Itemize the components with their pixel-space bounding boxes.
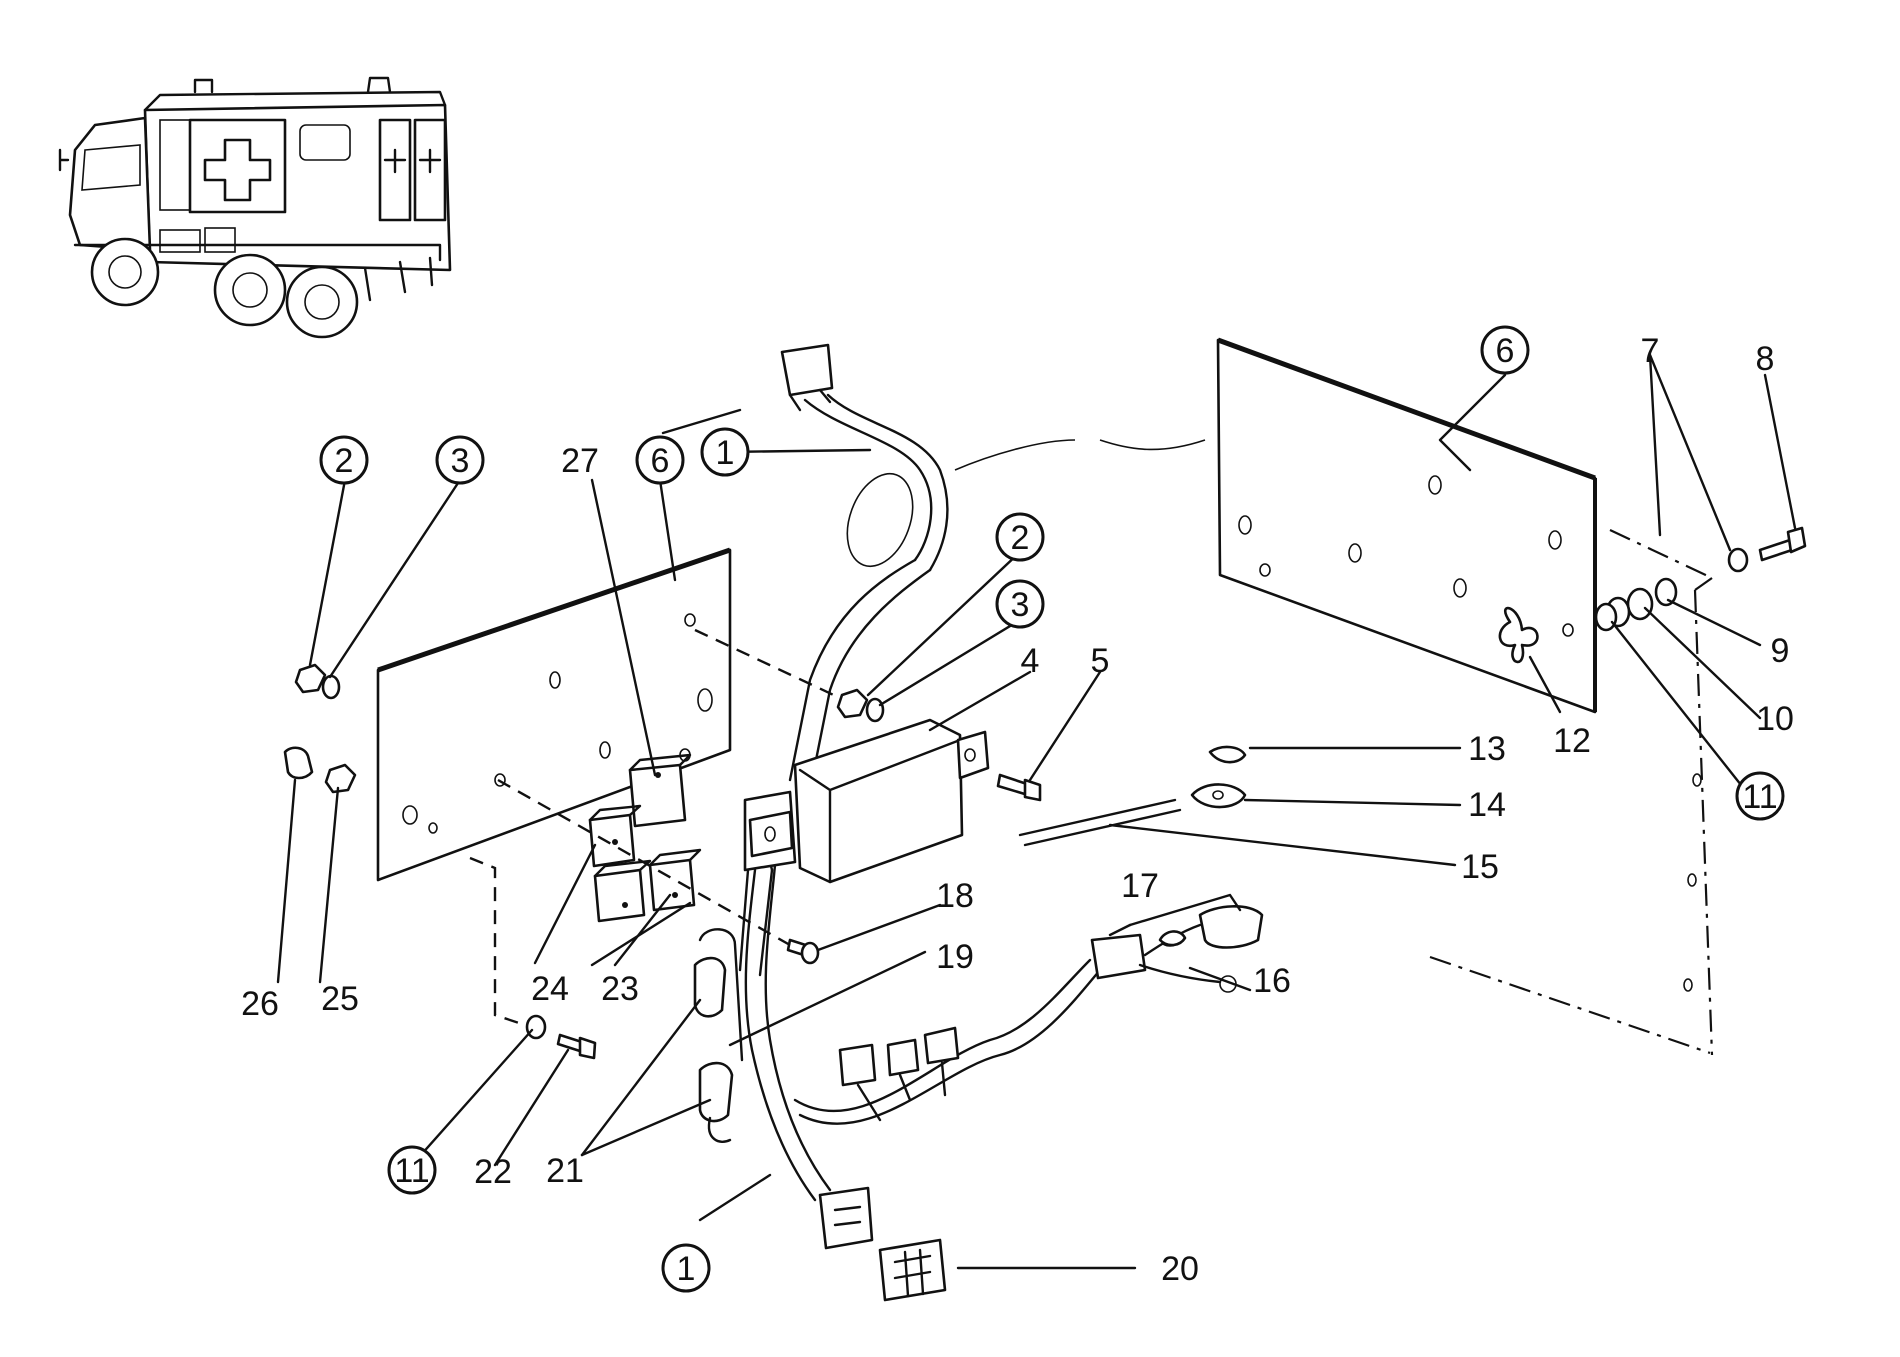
callout-2-mid: 2	[1011, 519, 1030, 557]
right-mounting-plate	[1216, 337, 1597, 714]
callout-24: 24	[531, 970, 569, 1008]
callout-20: 20	[1161, 1250, 1199, 1288]
callout-23: 23	[601, 970, 639, 1008]
callout-14: 14	[1468, 786, 1506, 824]
callout-labels: 1 1 2 2 3 3 4 5 6 6 7 8 9 10 11 11 12 13…	[241, 332, 1794, 1288]
callout-22: 22	[474, 1153, 512, 1191]
callout-4: 4	[1021, 642, 1040, 680]
wiring-harness	[693, 343, 1264, 1250]
hardware	[283, 526, 1807, 1302]
callout-10: 10	[1756, 700, 1794, 738]
callout-1-top: 1	[716, 434, 735, 472]
callout-27: 27	[561, 442, 599, 480]
callout-circles	[319, 325, 1785, 1293]
callout-16: 16	[1253, 962, 1291, 1000]
callout-leaders	[276, 353, 1797, 1270]
callout-25: 25	[321, 980, 359, 1018]
callout-18: 18	[936, 877, 974, 915]
callout-6-right: 6	[1496, 332, 1515, 370]
callout-7: 7	[1641, 332, 1660, 370]
callout-11-left: 11	[394, 1152, 429, 1190]
callout-21: 21	[546, 1152, 584, 1190]
callout-8: 8	[1756, 340, 1775, 378]
callout-13: 13	[1468, 730, 1506, 768]
callout-6-left: 6	[651, 442, 670, 480]
callout-3-mid: 3	[1011, 586, 1030, 624]
callout-15: 15	[1461, 848, 1499, 886]
callout-2-left: 2	[335, 442, 354, 480]
assembly-lines	[469, 439, 1714, 1056]
ambulance-vehicle-illustration	[58, 76, 452, 339]
callout-19: 19	[936, 938, 974, 976]
callout-3-left: 3	[451, 442, 470, 480]
callout-12: 12	[1553, 722, 1591, 760]
callout-5: 5	[1091, 642, 1110, 680]
callout-1-bottom: 1	[677, 1250, 696, 1288]
callout-17: 17	[1121, 867, 1159, 905]
callout-9: 9	[1771, 632, 1790, 670]
callout-26: 26	[241, 985, 279, 1023]
control-box	[743, 718, 990, 884]
left-mounting-plate	[376, 547, 732, 882]
callout-11-right: 11	[1742, 778, 1777, 816]
